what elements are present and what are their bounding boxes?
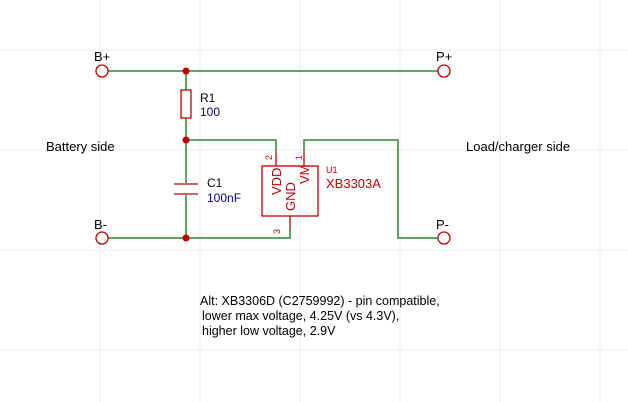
port-bplus[interactable]: B+ <box>94 49 110 78</box>
ic-u1-ref: U1 <box>326 165 338 175</box>
ic-u1-gnd-label: GND <box>283 182 298 211</box>
ic-u1-pin2-number: 2 <box>264 155 274 160</box>
wires <box>108 70 438 239</box>
port-bminus-terminal[interactable] <box>95 231 109 245</box>
junction-mid <box>182 136 190 144</box>
port-bminus-label: B- <box>94 217 107 232</box>
resistor-r1-body[interactable] <box>180 89 192 119</box>
capacitor-c1-ref: C1 <box>207 176 223 190</box>
ic-u1-vm-label: VM <box>297 165 312 185</box>
port-pplus[interactable]: P+ <box>436 49 452 78</box>
port-bplus-terminal[interactable] <box>95 64 109 78</box>
load-side-label: Load/charger side <box>466 139 570 154</box>
wire-pin3-to-rail <box>276 230 291 239</box>
junctions <box>182 67 190 242</box>
capacitor-c1[interactable]: C1 100nF <box>174 176 241 205</box>
port-pminus[interactable]: P- <box>436 217 451 245</box>
resistor-r1[interactable]: R1 100 <box>180 89 220 119</box>
junction-top <box>182 67 190 75</box>
resistor-r1-ref: R1 <box>200 91 216 105</box>
note-line-2: lower max voltage, 4.25V (vs 4.3V), <box>202 309 399 323</box>
ic-u1-pin1-number: 1 <box>294 155 304 160</box>
ic-u1-vdd-label: VDD <box>269 168 284 195</box>
ic-u1-pin3-number: 3 <box>272 229 282 234</box>
resistor-r1-value: 100 <box>200 105 220 119</box>
battery-side-label: Battery side <box>46 139 115 154</box>
port-pplus-label: P+ <box>436 49 452 64</box>
note-line-3: higher low voltage, 2.9V <box>202 324 336 338</box>
ic-u1-value: XB3303A <box>326 176 381 191</box>
port-pminus-label: P- <box>436 217 449 232</box>
note-line-1: Alt: XB3306D (C2759992) - pin compatible… <box>200 294 440 308</box>
ic-u1[interactable]: 2 1 3 VDD GND VM U1 XB3303A <box>261 152 381 238</box>
junction-bottom <box>182 234 190 242</box>
wire-r1-bottom-to-vdd <box>185 118 277 152</box>
port-pminus-terminal[interactable] <box>437 231 451 245</box>
port-bminus[interactable]: B- <box>94 217 109 245</box>
port-bplus-label: B+ <box>94 49 110 64</box>
wire-vm-to-pminus <box>303 139 438 239</box>
port-pplus-terminal[interactable] <box>437 64 451 78</box>
capacitor-c1-value: 100nF <box>207 191 241 205</box>
note-block: Alt: XB3306D (C2759992) - pin compatible… <box>200 294 440 338</box>
